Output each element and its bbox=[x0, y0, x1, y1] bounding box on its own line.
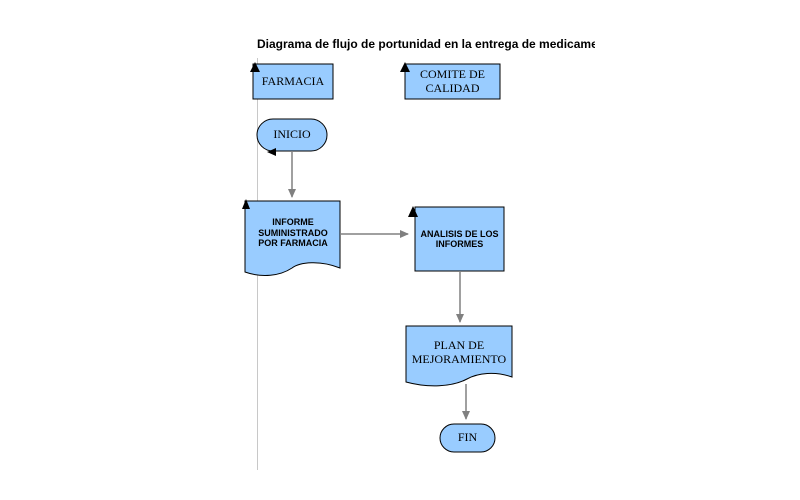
lane-label-farmacia: FARMACIA bbox=[261, 73, 325, 88]
node-informe[interactable] bbox=[242, 199, 341, 276]
node-label-analisis: ANALISIS DE LOS INFORMES bbox=[420, 228, 499, 249]
diagram-title: Diagrama de flujo de portunidad en la en… bbox=[257, 37, 595, 51]
node-analisis[interactable] bbox=[408, 206, 505, 272]
anchor-icon bbox=[408, 206, 418, 217]
anchor-icon bbox=[242, 199, 250, 209]
node-plan[interactable] bbox=[405, 325, 513, 387]
node-label-fin: FIN bbox=[457, 430, 478, 445]
lane-header-farmacia[interactable] bbox=[250, 62, 334, 100]
node-label-plan: PLAN DE MEJORAMIENTO bbox=[411, 338, 507, 366]
anchor-icon bbox=[250, 62, 260, 72]
anchor-icon bbox=[267, 148, 276, 156]
node-label-inicio: INICIO bbox=[273, 127, 311, 142]
node-label-informe: INFORME SUMINISTRADO POR FARMACIA bbox=[258, 217, 328, 249]
node-fin[interactable] bbox=[439, 423, 496, 453]
lane-header-comite[interactable] bbox=[400, 62, 501, 100]
anchor-icon bbox=[400, 62, 410, 72]
lane-label-comite: COMITE DE CALIDAD bbox=[420, 66, 485, 95]
